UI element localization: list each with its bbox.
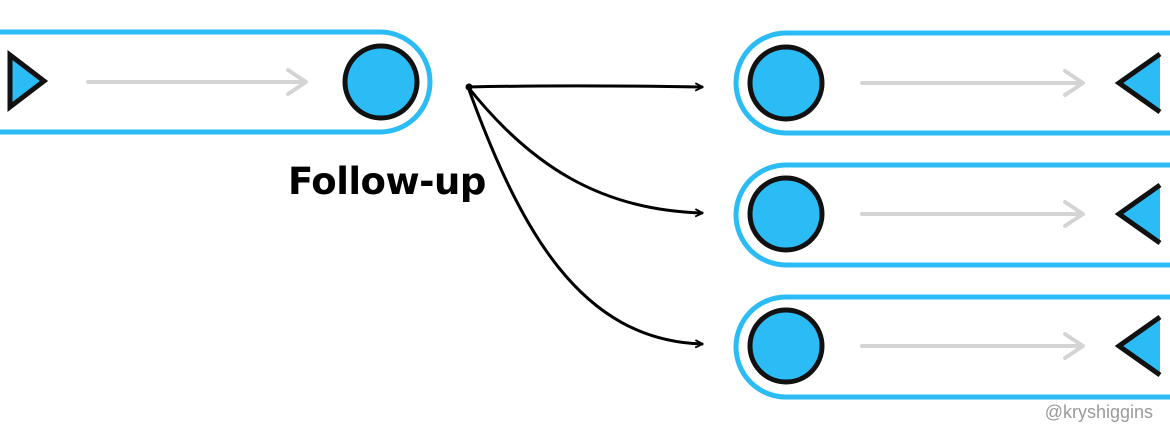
target-lane-1 (733, 30, 1170, 136)
connector-arrow-2 (466, 85, 702, 213)
circle-node-icon (747, 307, 825, 385)
follow-up-label: Follow-up (288, 160, 486, 203)
connector-origin-dot (465, 83, 473, 91)
target-lane-2 (733, 162, 1170, 268)
triangle-right-icon (7, 49, 49, 113)
circle-node-icon (342, 43, 420, 121)
arrow-right-icon (860, 200, 1085, 228)
triangle-left-icon (1114, 314, 1162, 378)
author-credit: @kryshiggins (1045, 402, 1153, 422)
circle-node-icon (747, 175, 825, 253)
connector-arrow-3 (466, 85, 702, 344)
arrow-right-icon (86, 68, 308, 96)
source-lane (0, 29, 433, 135)
target-lane-3 (733, 294, 1170, 400)
circle-node-icon (747, 44, 825, 122)
connector-arrow-1 (466, 86, 702, 87)
triangle-left-icon (1114, 51, 1162, 115)
triangle-left-icon (1114, 182, 1162, 246)
arrow-right-icon (860, 332, 1085, 360)
follow-up-connectors (465, 83, 703, 345)
arrow-right-icon (860, 69, 1085, 97)
